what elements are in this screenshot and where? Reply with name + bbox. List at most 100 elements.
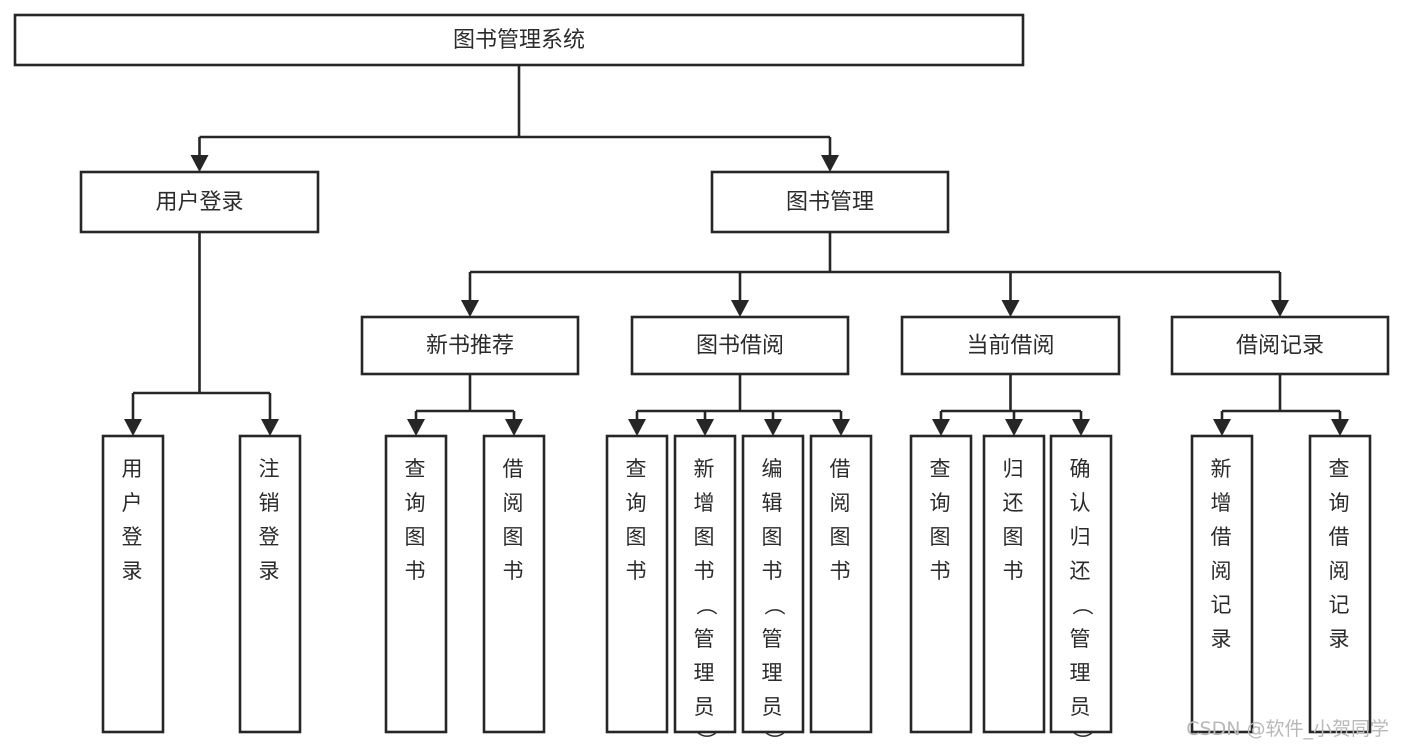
node-label-char: 增 (1211, 491, 1234, 515)
node-root[interactable]: 图书管理系统 (13, 13, 1025, 67)
node-box-borrow-record[interactable] (1170, 315, 1390, 376)
node-label-char: 查 (930, 457, 953, 481)
arrow-head-icon (932, 419, 950, 436)
node-label-char: 阅 (1211, 559, 1234, 583)
node-label-char: 书 (830, 559, 853, 583)
node-current-borrow[interactable]: 当前借阅 (900, 315, 1121, 376)
node-label-char: 记 (1211, 593, 1234, 617)
arrow-head-icon (1213, 419, 1231, 436)
node-label-char: 理 (694, 661, 717, 685)
node-label-char: 借 (503, 457, 526, 481)
node-box-current-borrow[interactable] (900, 315, 1121, 376)
node-label-char: 图 (503, 525, 526, 549)
node-label-char: 编 (762, 457, 785, 481)
node-label-char: 录 (259, 559, 282, 583)
node-label-char: （ (694, 595, 718, 618)
node-label-char: 阅 (830, 491, 853, 515)
node-label-char: 图 (930, 525, 953, 549)
node-borrow-record[interactable]: 借阅记录 (1170, 315, 1390, 376)
node-label-char: 员 (1070, 695, 1093, 719)
node-user-login[interactable]: 用户登录 (79, 170, 320, 234)
node-label-char: 借 (1329, 525, 1352, 549)
node-label-char: 阅 (503, 491, 526, 515)
node-label-char: 查 (1329, 457, 1352, 481)
node-box-leaf-confirm-return[interactable] (1049, 434, 1113, 734)
arrow-head-icon (696, 419, 714, 436)
node-label-char: 询 (626, 491, 649, 515)
node-label-char: 还 (1003, 491, 1026, 515)
node-box-new-book-recommend[interactable] (360, 315, 580, 376)
node-book-manage[interactable]: 图书管理 (710, 170, 950, 234)
node-label-char: 书 (626, 559, 649, 583)
arrow-head-icon (190, 155, 209, 172)
node-box-leaf-edit-book[interactable] (741, 434, 805, 734)
node-box-leaf-query-book-3[interactable] (909, 434, 973, 734)
node-box-book-manage[interactable] (710, 170, 950, 234)
node-box-user-login[interactable] (79, 170, 320, 234)
arrow-head-icon (505, 419, 523, 436)
node-label-char: （ (1070, 595, 1094, 618)
node-box-leaf-return-book[interactable] (982, 434, 1046, 734)
node-label-borrow-record: 借阅记录 (1236, 334, 1324, 359)
node-label-char: 辑 (762, 491, 785, 515)
node-label-char: 图 (694, 525, 717, 549)
node-label-char: 管 (694, 627, 717, 651)
arrow-head-icon (628, 419, 646, 436)
node-label-char: 归 (1070, 525, 1093, 549)
node-box-root[interactable] (13, 13, 1025, 67)
node-label-char: 借 (830, 457, 853, 481)
node-label-char: 询 (405, 491, 428, 515)
node-label-char: 确 (1070, 457, 1093, 481)
node-box-leaf-logout[interactable] (238, 434, 302, 734)
node-label-char: 书 (930, 559, 953, 583)
node-label-char: 新 (694, 457, 717, 481)
node-box-leaf-query-book-1[interactable] (384, 434, 448, 734)
node-label-char: ） (694, 731, 718, 747)
node-new-book-recommend[interactable]: 新书推荐 (360, 315, 580, 376)
arrow-head-icon (1072, 419, 1090, 436)
arrow-head-icon (821, 155, 839, 172)
arrow-head-icon (124, 419, 142, 436)
node-label-char: 询 (1329, 491, 1352, 515)
node-label-char: 理 (1070, 661, 1093, 685)
node-box-book-borrow[interactable] (630, 315, 850, 376)
node-label-char: 录 (1211, 627, 1234, 651)
node-box-leaf-user-login[interactable] (101, 434, 165, 734)
arrow-head-icon (1001, 300, 1020, 317)
node-box-leaf-add-book[interactable] (673, 434, 737, 734)
node-label-char: ） (1070, 731, 1094, 747)
node-label-char: 查 (626, 457, 649, 481)
node-label-char: 图 (1003, 525, 1026, 549)
node-box-leaf-borrow-book-2[interactable] (809, 434, 873, 734)
node-box-leaf-query-book-2[interactable] (605, 434, 669, 734)
node-label-char: 图 (830, 525, 853, 549)
node-book-borrow[interactable]: 图书借阅 (630, 315, 850, 376)
arrow-head-icon (1005, 419, 1023, 436)
node-box-leaf-query-record[interactable] (1308, 434, 1372, 734)
node-leaf-user-login[interactable]: 用户登录 (101, 434, 165, 734)
node-label-char: 员 (694, 695, 717, 719)
arrow-head-icon (261, 419, 279, 436)
node-label-char: ） (762, 731, 786, 747)
node-label-current-borrow: 当前借阅 (966, 334, 1054, 359)
node-box-leaf-borrow-book-1[interactable] (482, 434, 546, 734)
arrow-head-icon (407, 419, 425, 436)
node-label-char: （ (762, 595, 786, 618)
node-label-new-book-recommend: 新书推荐 (426, 334, 514, 359)
node-label-char: 记 (1329, 593, 1352, 617)
node-box-leaf-add-record[interactable] (1190, 434, 1254, 734)
